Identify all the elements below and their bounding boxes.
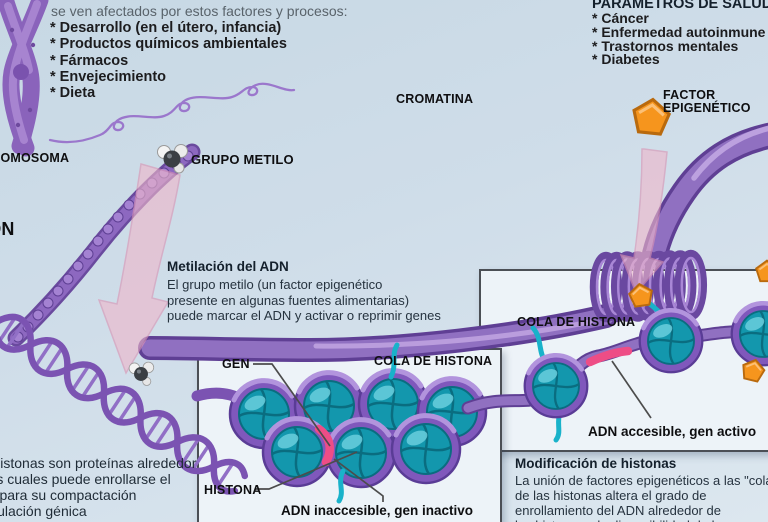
mechanisms-subtitle: se ven afectados por estos factores y pr… xyxy=(51,3,348,19)
factor-item: * Dieta xyxy=(50,85,96,102)
factor-label-line1: FACTOR xyxy=(663,88,716,102)
factor-label-line2: EPIGENÉTICO xyxy=(663,101,751,115)
factor-item: * Desarrollo (en el útero, infancia) xyxy=(50,20,282,36)
histone-label: HISTONA xyxy=(204,483,262,497)
histone-note-line: y regulación génica xyxy=(0,503,87,519)
modification-line: de las histonas altera el grado de xyxy=(515,488,707,503)
chromatin-coil xyxy=(589,249,708,323)
methylation-body: El grupo metilo (un factor epigenético p… xyxy=(167,277,441,324)
histone-note-line: ADN para su compactación xyxy=(0,487,137,503)
dna-squiggle xyxy=(48,82,296,144)
chromatin-fiber xyxy=(138,122,768,363)
factor-item: * Envejecimiento xyxy=(50,68,167,85)
modification-line: las histonas y la disponibilidad de los xyxy=(515,518,768,522)
gene-label: GEN xyxy=(222,357,250,371)
factor-item: * Productos químicos ambientales xyxy=(50,36,287,53)
histone-tail-label-inactive: COLA DE HISTONA xyxy=(374,354,493,368)
epigenetic-factor-label: FACTOR EPIGENÉTICO xyxy=(663,89,751,115)
histone-note: Las histonas son proteínas alrededor de … xyxy=(0,455,196,519)
open-nucleosome-string xyxy=(461,259,768,443)
methylation-line: El grupo metilo (un factor epigenético xyxy=(167,277,383,292)
histone-note-line: de las cuales puede enrollarse el xyxy=(0,471,171,487)
dna-helix xyxy=(0,313,249,495)
methyl-arrow xyxy=(97,163,181,375)
active-gene-segment xyxy=(585,346,633,367)
bound-factor-icon xyxy=(755,259,768,283)
condition-list: * Cáncer * Enfermedad autoinmune * Trast… xyxy=(592,10,766,68)
active-caption: ADN accesible, gen activo xyxy=(588,424,757,439)
condition-item: * Cáncer xyxy=(592,10,649,26)
inactive-caption: ADN inaccesible, gen inactivo xyxy=(281,503,474,518)
health-title: PARÁMETROS DE SALUD xyxy=(592,0,768,12)
methylation-heading: Metilación del ADN xyxy=(167,259,289,274)
methylation-line: puede marcar el ADN y activar o reprimir… xyxy=(167,308,441,323)
condition-item: * Enfermedad autoinmune xyxy=(592,23,766,40)
dna-label: ADN xyxy=(0,219,15,239)
methyl-on-dna-icon xyxy=(128,361,155,386)
factor-list: * Desarrollo (en el útero, infancia) * P… xyxy=(50,20,287,101)
modification-line: La unión de factores epigenéticos a las … xyxy=(515,473,768,488)
condition-item: * Diabetes xyxy=(592,51,660,68)
histone-note-line: Las histonas son proteínas alrededor xyxy=(0,455,197,471)
modification-heading: Modificación de histonas xyxy=(515,456,677,471)
modification-body: La unión de factores epigenéticos a las … xyxy=(515,473,768,522)
modification-line: enrollamiento del ADN alrededor de xyxy=(515,503,721,518)
condition-item: * Trastornos mentales xyxy=(592,37,739,54)
histone-tail-label-active: COLA DE HISTONA xyxy=(517,315,636,329)
chromosome-label: CROMOSOMA xyxy=(0,151,70,165)
methylation-line: presente en algunas fuentes alimentarias… xyxy=(167,292,410,308)
factor-item: * Fármacos xyxy=(50,52,129,69)
methyl-group-label: GRUPO METILO xyxy=(191,152,294,167)
leader-lines xyxy=(253,360,652,502)
chromatin-label: CROMATINA xyxy=(396,92,474,106)
chromosome-graphic xyxy=(0,0,49,157)
mechanisms-title: MECANISMOS EPIGENÉTICOS xyxy=(52,0,279,5)
